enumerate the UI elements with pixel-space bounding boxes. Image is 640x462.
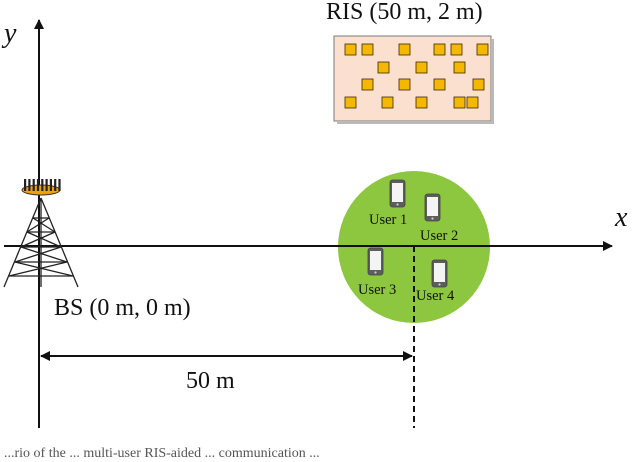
user-4-label: User 4 — [416, 288, 455, 304]
antenna-element — [45, 179, 48, 191]
x-axis-label: x — [615, 202, 628, 233]
smartphone-icon — [431, 259, 448, 288]
ris-element-grid — [344, 43, 489, 109]
user-3-label: User 3 — [358, 282, 397, 298]
ris-element — [450, 43, 463, 56]
antenna-element — [36, 179, 40, 191]
smartphone-icon — [424, 193, 441, 222]
distance-label: 50 m — [186, 368, 235, 394]
base-station-tower-icon — [3, 197, 79, 288]
base-station-antenna-array-icon — [21, 179, 61, 196]
antenna-element — [24, 179, 27, 191]
antenna-element — [54, 179, 57, 191]
user-1-label: User 1 — [369, 212, 408, 228]
ris-label: RIS (50 m, 2 m) — [326, 0, 483, 25]
ris-element — [472, 78, 485, 91]
ris-element — [415, 61, 428, 74]
ris-element — [344, 43, 357, 56]
caption-fragment: ...rio of the ... multi-user RIS-aided .… — [4, 446, 320, 461]
antenna-element — [32, 179, 35, 191]
smartphone-icon — [389, 179, 406, 208]
ris-element — [466, 96, 479, 109]
ris-element — [381, 96, 394, 109]
ris-element — [377, 61, 390, 74]
ris-element — [361, 78, 374, 91]
user-devices — [367, 179, 448, 288]
antenna-element — [41, 179, 44, 191]
ris-element — [361, 43, 374, 56]
bs-label: BS (0 m, 0 m) — [54, 295, 191, 321]
ris-element — [433, 43, 446, 56]
ris-element — [398, 78, 411, 91]
ris-element — [453, 61, 466, 74]
smartphone-icon — [367, 247, 384, 276]
antenna-element — [28, 179, 31, 191]
ris-element — [476, 43, 489, 56]
ris-element — [433, 78, 446, 91]
y-axis-label: y — [4, 18, 17, 49]
ris-element — [398, 43, 411, 56]
antenna-element — [49, 179, 52, 191]
antenna-element — [58, 179, 61, 191]
ris-element — [415, 96, 428, 109]
ris-element — [344, 96, 357, 109]
user-2-label: User 2 — [420, 228, 459, 244]
ris-element — [453, 96, 466, 109]
